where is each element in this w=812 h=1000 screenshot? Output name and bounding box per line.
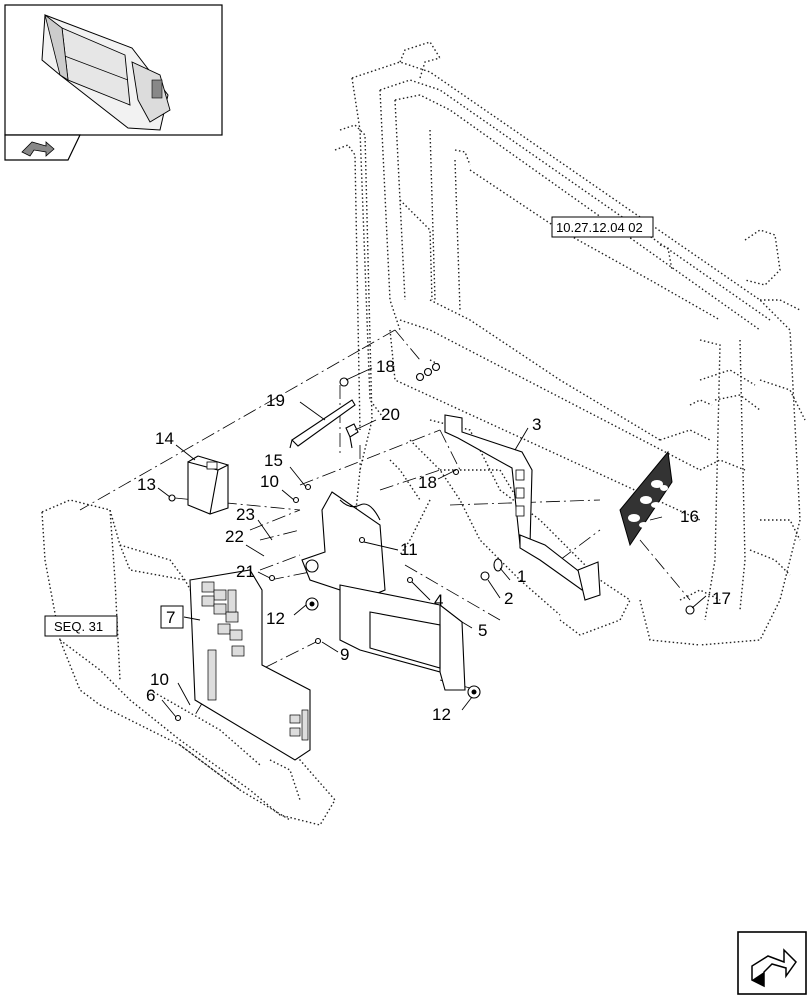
callout-19: 19 <box>266 391 285 410</box>
next-page-arrow-icon[interactable] <box>737 931 807 995</box>
callout-18b: 18 <box>418 473 437 492</box>
callout-3: 3 <box>532 415 541 434</box>
callout-1: 1 <box>517 567 526 586</box>
callout-12b: 12 <box>432 705 451 724</box>
screw-13[interactable] <box>168 494 176 502</box>
decal[interactable] <box>619 450 673 547</box>
seq-link[interactable]: SEQ. 31 <box>44 615 118 637</box>
frame-nuts <box>415 362 441 382</box>
callout-21: 21 <box>236 562 255 581</box>
callout-7-box[interactable]: 7 <box>160 605 184 629</box>
callout-4: 4 <box>434 591 443 610</box>
bolt-20[interactable] <box>345 423 359 449</box>
callout-labels: 1 2 3 4 5 6 9 10 10 11 12 12 13 14 15 16… <box>137 357 731 724</box>
callout-2: 2 <box>504 589 513 608</box>
svg-text:10.27.12.04 02: 10.27.12.04 02 <box>556 220 643 235</box>
screw-2[interactable] <box>480 571 490 581</box>
callout-13: 13 <box>137 475 156 494</box>
callout-18a: 18 <box>376 357 395 376</box>
callout-17: 17 <box>712 589 731 608</box>
relay-box[interactable] <box>187 455 229 515</box>
callout-14: 14 <box>155 429 174 448</box>
callout-15: 15 <box>264 451 283 470</box>
callout-6: 6 <box>146 686 155 705</box>
callout-9: 9 <box>340 645 349 664</box>
mounting-panel[interactable] <box>339 584 466 691</box>
svg-text:7: 7 <box>166 608 175 627</box>
mounting-strip[interactable] <box>289 399 356 449</box>
bracket-arm[interactable] <box>444 414 601 601</box>
svg-text:SEQ. 31: SEQ. 31 <box>54 619 103 634</box>
small-fasteners <box>174 468 460 722</box>
circuit-board[interactable] <box>189 569 311 761</box>
grommet-12b[interactable] <box>467 685 481 699</box>
cab-frame <box>334 41 806 646</box>
callout-10a: 10 <box>260 472 279 491</box>
callout-5: 5 <box>478 621 487 640</box>
assembly-thumbnail[interactable] <box>4 4 223 136</box>
callout-23: 23 <box>236 505 255 524</box>
side-cover-panel <box>41 499 336 826</box>
grommet-12a[interactable] <box>305 597 319 611</box>
support-plate[interactable] <box>301 491 386 606</box>
callout-22: 22 <box>225 527 244 546</box>
callout-20: 20 <box>381 405 400 424</box>
callout-16: 16 <box>680 507 699 526</box>
leader-lines <box>157 367 707 718</box>
callout-12a: 12 <box>266 609 285 628</box>
callout-11: 11 <box>400 540 418 559</box>
callout-10b: 10 <box>150 670 169 689</box>
reference-link[interactable]: 10.27.12.04 02 <box>551 216 654 238</box>
orientation-arrow-icon <box>4 134 81 161</box>
